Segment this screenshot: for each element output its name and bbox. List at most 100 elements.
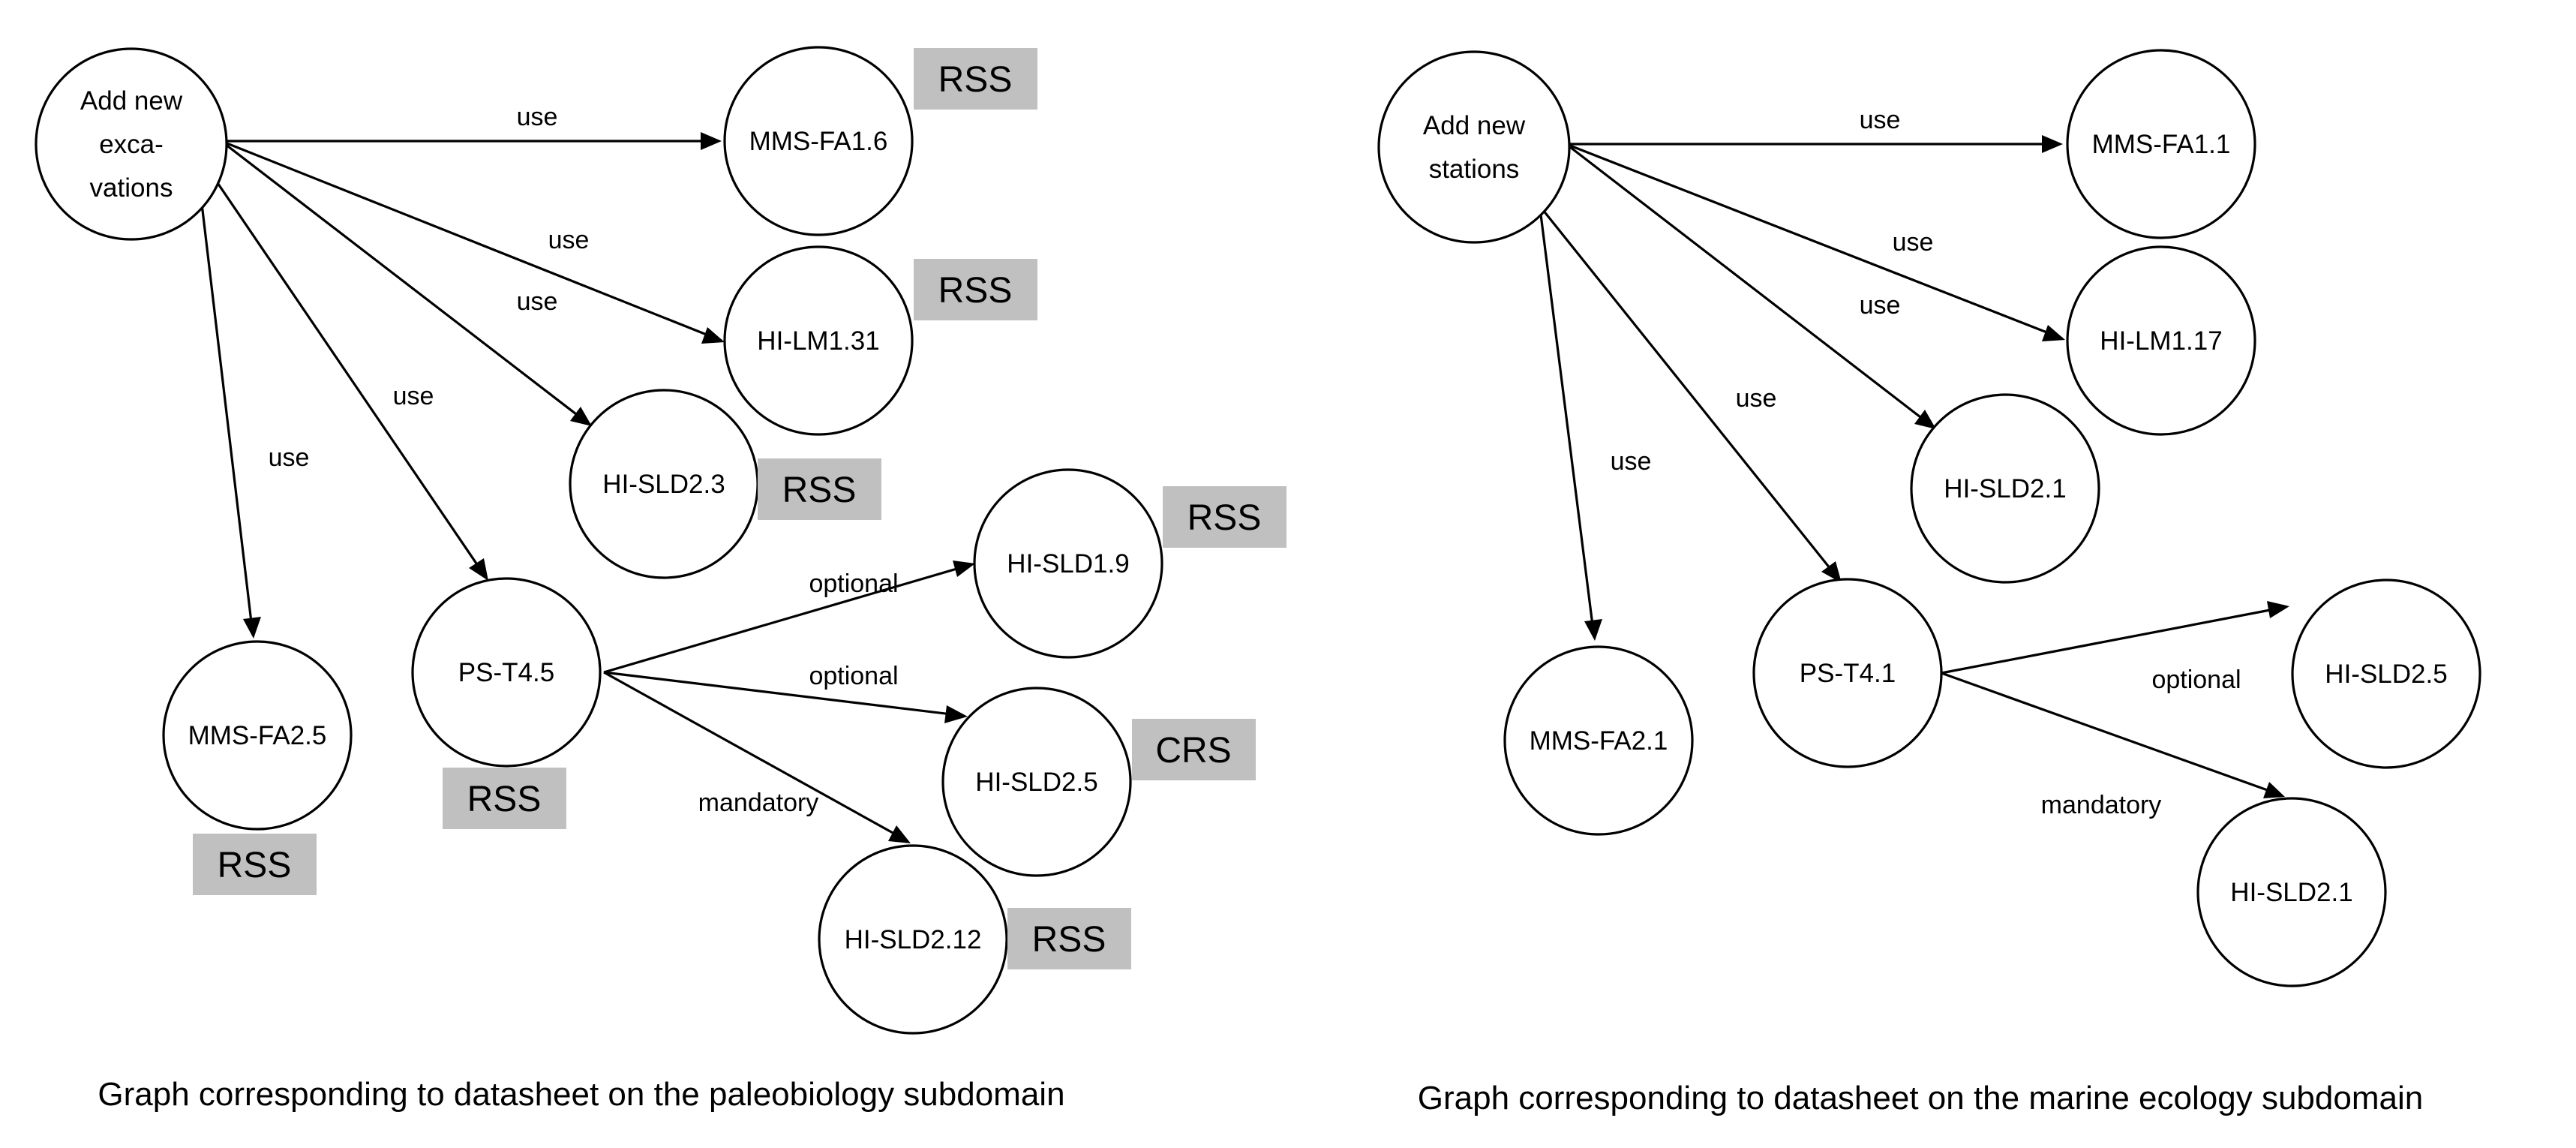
arrowhead-n6 [953,560,975,577]
graph-node-hi-sld2-5: HI-SLD2.5 CRS [941,687,1256,877]
edge-label-m4-m6: optional [2151,666,2241,694]
edge-n4-n7 [603,671,965,717]
arrowhead-n5 [243,617,261,639]
node-label: HI-SLD2.5 [2325,660,2447,689]
tag-label: RSS [218,846,292,885]
caption-marine-ecology: Graph corresponding to datasheet on the … [1418,1080,2423,1116]
edge-root-m4 [1542,209,1841,582]
edge-labels: use use use use use optional optional ma… [269,103,899,817]
arrowhead-m1 [2042,135,2063,153]
edge-label-root-m3: use [1860,291,1901,320]
tag-label: RSS [467,780,542,819]
arrowhead-n8 [888,825,911,843]
edge-root-m5 [1539,214,1596,638]
edge-root-m2 [1569,144,2063,340]
edge-m4-m7 [1941,672,2283,797]
arrowhead-m7 [2263,782,2285,798]
edge-label-root-n1: use [517,103,558,131]
graph-node-hi-lm1-31: HI-LM1.31 RSS [723,245,1037,436]
edge-labels: use use use use use optional mandatory [1611,106,2241,819]
edge-label-root-m4: use [1736,384,1777,413]
tag-label: RSS [1187,498,1262,538]
arrowhead-n2 [701,327,725,344]
edge-label-root-n5: use [269,443,310,472]
node-label: HI-SLD2.5 [975,768,1097,797]
arrowhead-m3 [1914,410,1936,429]
node-label: MMS-FA1.1 [2092,130,2231,159]
graph-node-ps-t4-5: PS-T4.5 RSS [411,577,602,829]
tag-box [914,48,1037,110]
edges [197,132,975,843]
graph-node-ps-t4-1: PS-T4.1 [1752,578,1943,768]
node-label: vations [90,173,173,203]
graph-node-root: Add new exca- vations [35,47,228,241]
graph-marine-ecology: use use use use use optional mandatory A… [1377,49,2481,1116]
edge-label-m4-m7: mandatory [2041,791,2162,819]
node-label: PS-T4.1 [1800,659,1896,688]
edges [1539,135,2289,798]
edge-label-root-n2: use [548,226,590,254]
node-label: HI-SLD2.12 [845,925,982,954]
node-label: HI-LM1.31 [757,326,879,356]
tag-label: RSS [938,271,1013,311]
arrowhead-m5 [1584,619,1602,641]
edge-root-m3 [1569,146,1934,428]
node-label: Add new [80,86,183,116]
tag-box [1007,908,1131,969]
graph-node-mms-fa2-5: MMS-FA2.5 RSS [162,640,353,895]
edge-root-n2 [224,141,722,342]
node-label: stations [1429,155,1520,184]
tag-box [1163,486,1286,548]
graph-node-hi-lm1-17: HI-LM1.17 [2066,245,2256,436]
graph-node-hi-sld2-3: HI-SLD2.3 RSS [569,389,881,579]
graph-node-root: Add new stations [1377,50,1571,244]
node-label: exca- [99,130,164,159]
node-label: MMS-FA1.6 [749,127,888,156]
edge-root-n3 [224,143,590,425]
tag-box [914,259,1037,320]
graph-node-mms-fa2-1: MMS-FA2.1 [1503,645,1694,836]
arrowhead-n1 [701,132,722,150]
node-label: HI-SLD2.3 [602,470,725,499]
arrowhead-n3 [570,407,592,426]
tag-box [758,458,881,520]
edge-root-n5 [197,178,254,636]
edge-root-n4 [210,173,488,579]
graph-node-hi-sld2-1-top: HI-SLD2.1 [1910,393,2100,584]
node-label: HI-SLD2.1 [1944,474,2066,503]
tag-box [443,768,566,829]
edge-label-n4-n7: optional [809,662,898,690]
graph-node-hi-sld2-1-bottom: HI-SLD2.1 [2196,797,2387,987]
edge-label-root-m1: use [1860,106,1901,134]
node-label: MMS-FA2.5 [188,721,327,750]
node-label: Add new [1423,111,1526,140]
arrowhead-m6 [2267,601,2289,618]
edge-m4-m6 [1941,606,2286,675]
tag-label: CRS [1155,731,1231,771]
graph-node-mms-fa1-1: MMS-FA1.1 [2066,49,2256,239]
tag-box [1132,719,1256,780]
caption-paleobiology: Graph corresponding to datasheet on the … [98,1076,1064,1113]
tag-label: RSS [1032,920,1106,960]
edge-label-n4-n6: optional [809,569,898,598]
tag-box [193,834,317,895]
graph-node-mms-fa1-6: MMS-FA1.6 RSS [723,46,1037,236]
edge-label-n4-n8: mandatory [698,789,819,817]
edge-label-root-n3: use [517,287,558,316]
graph-node-hi-sld2-12: HI-SLD2.12 RSS [818,844,1131,1035]
graph-node-hi-sld2-5: HI-SLD2.5 [2291,579,2481,769]
arrowhead-n4 [469,558,488,581]
node-label: HI-SLD2.1 [2230,878,2352,907]
edge-n4-n6 [603,563,973,674]
arrowhead-n7 [944,705,968,723]
graph-node-hi-sld1-9: HI-SLD1.9 RSS [973,468,1286,659]
node-label: PS-T4.5 [458,658,554,687]
node-label: HI-LM1.17 [2100,326,2222,356]
edge-label-root-m2: use [1893,228,1934,257]
arrowhead-m4 [1821,561,1842,583]
node-label: MMS-FA2.1 [1530,726,1668,756]
edge-label-root-n4: use [393,382,434,410]
tag-label: RSS [782,470,857,510]
node-label: HI-SLD1.9 [1007,549,1129,579]
